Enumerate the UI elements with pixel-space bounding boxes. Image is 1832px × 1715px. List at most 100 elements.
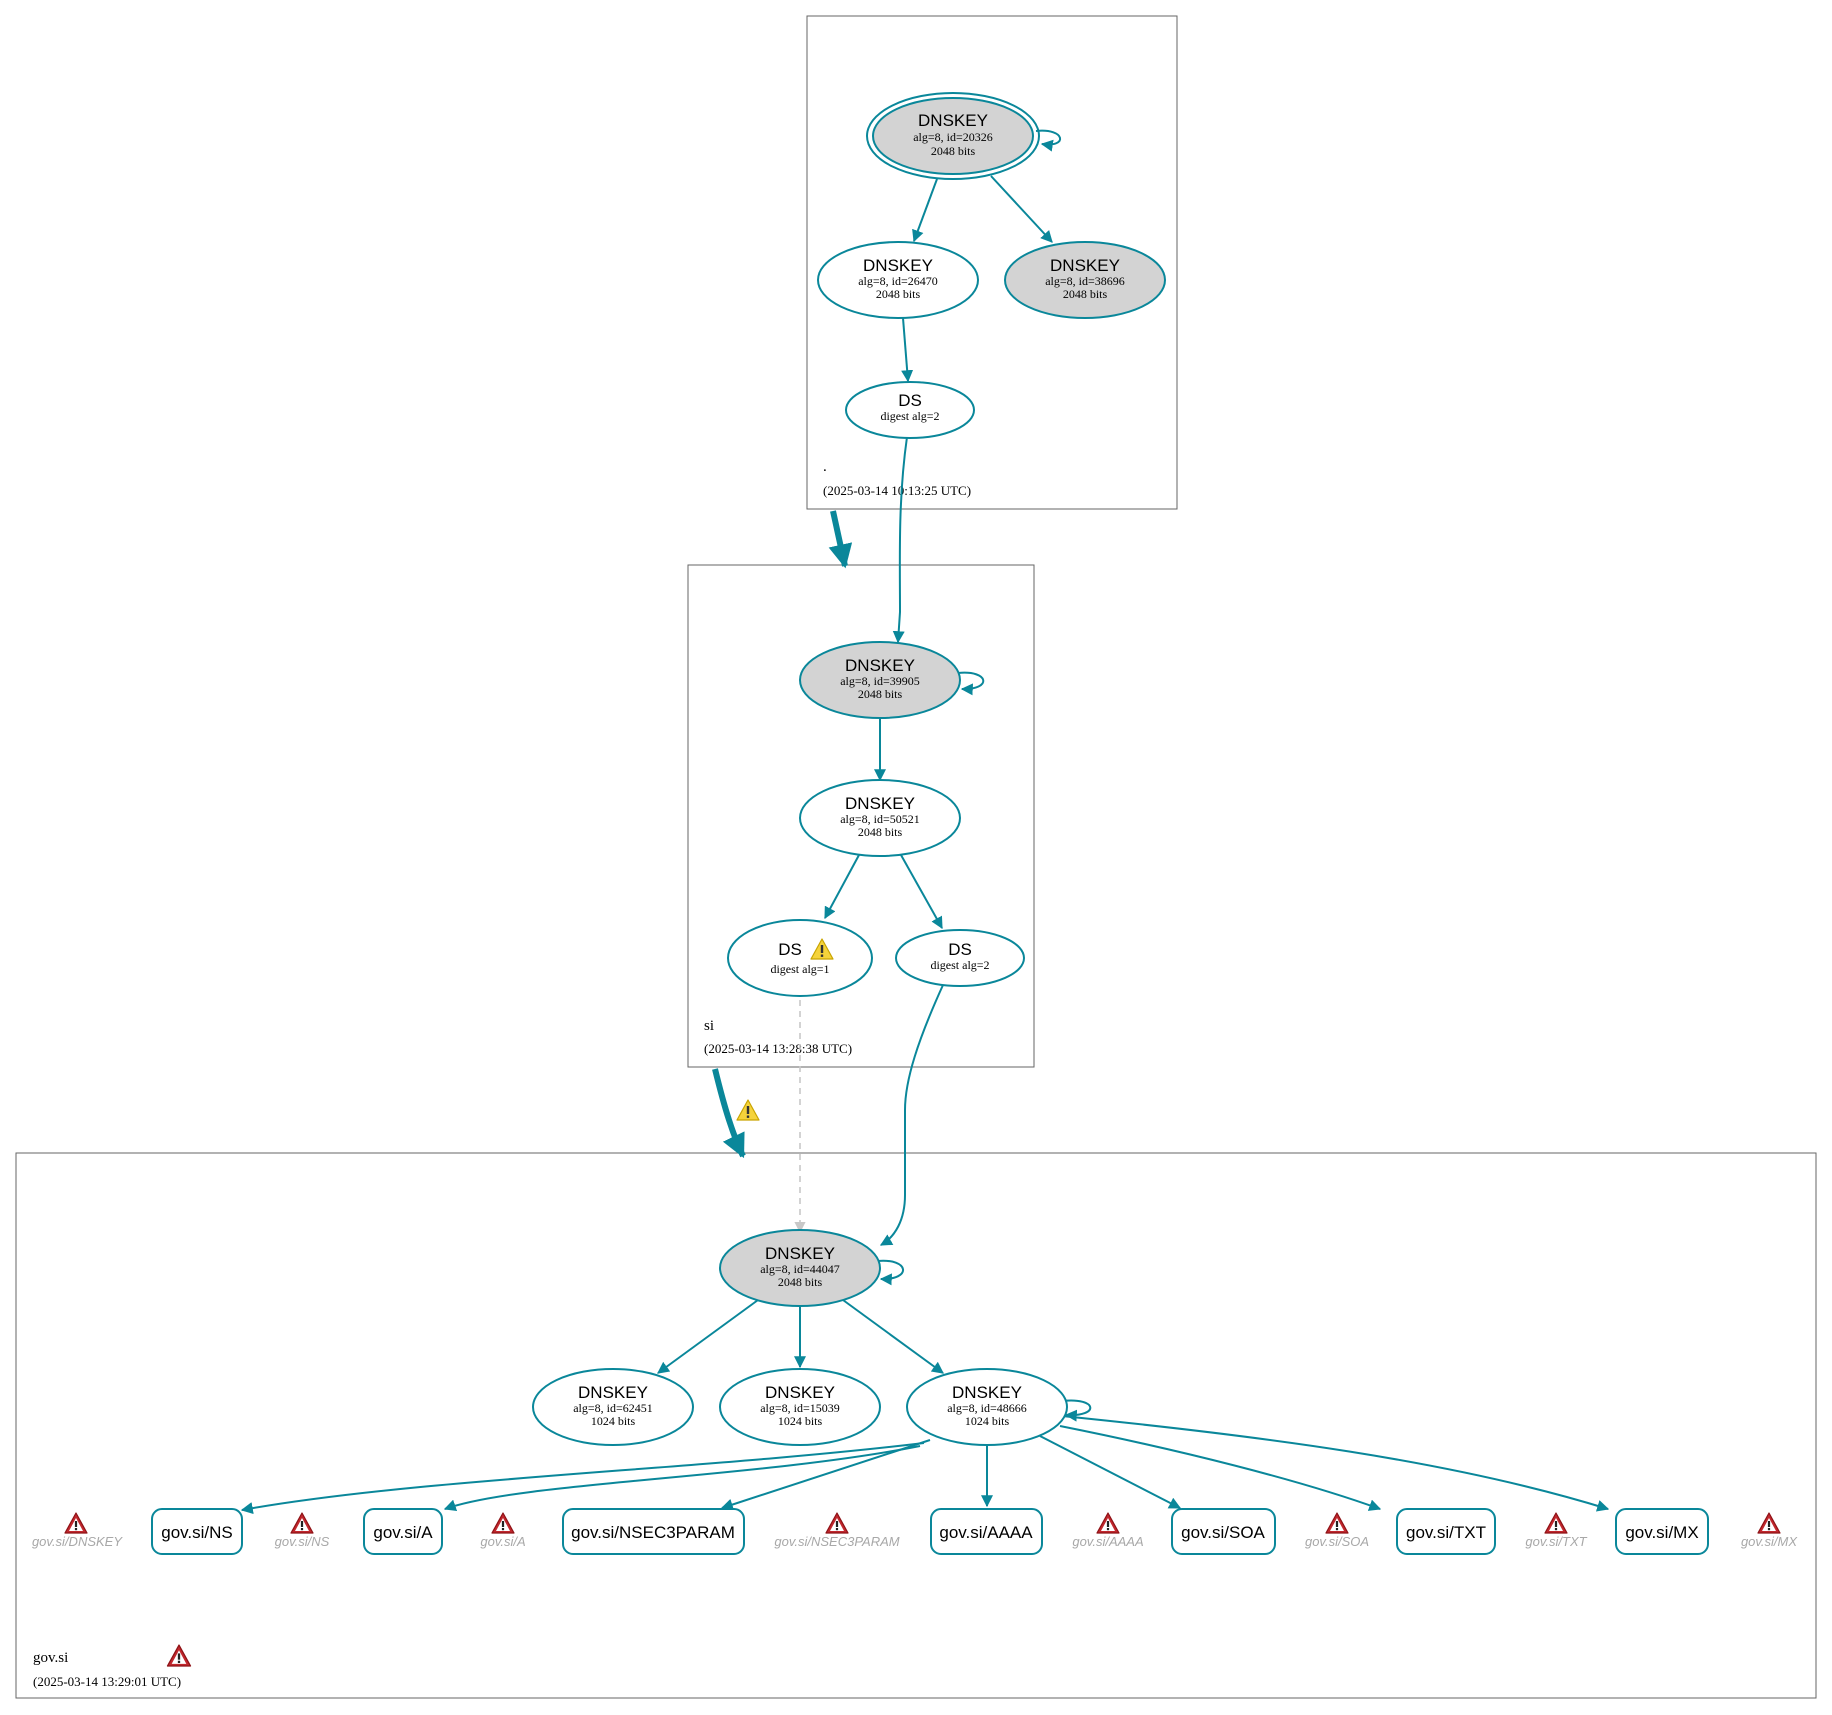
edge-root-ksk-to-ksk2 bbox=[990, 175, 1053, 243]
missing-mx-error-icon[interactable] bbox=[1757, 1512, 1781, 1534]
delegation-warning-icon[interactable] bbox=[736, 1099, 760, 1121]
edge-zsk3-to-soa bbox=[1039, 1435, 1182, 1509]
node-gov-zsk1-bits: 1024 bits bbox=[591, 1414, 636, 1428]
zone-govsi-name: gov.si bbox=[33, 1650, 68, 1666]
edge-gov-ksk-self bbox=[876, 1259, 904, 1286]
missing-mx-label: gov.si/MX bbox=[1741, 1534, 1798, 1549]
node-root-ksk-info: alg=8, id=20326 bbox=[913, 130, 993, 144]
node-root-ksk-type: DNSKEY bbox=[918, 111, 988, 130]
node-si-zsk[interactable]: DNSKEY alg=8, id=50521 2048 bits bbox=[799, 779, 961, 857]
edge-gov-ksk-to-zsk1 bbox=[657, 1299, 759, 1374]
edge-zsk3-to-txt bbox=[1059, 1425, 1382, 1511]
node-gov-zsk3-type: DNSKEY bbox=[952, 1383, 1022, 1402]
rrset-nsec3param[interactable]: gov.si/NSEC3PARAM bbox=[562, 1508, 745, 1555]
node-gov-zsk1-info: alg=8, id=62451 bbox=[573, 1401, 653, 1415]
rrset-a[interactable]: gov.si/A bbox=[363, 1508, 443, 1555]
node-root-zsk-type: DNSKEY bbox=[863, 256, 933, 275]
node-si-zsk-info: alg=8, id=50521 bbox=[840, 812, 920, 826]
node-root-ksk2-bits: 2048 bits bbox=[1063, 287, 1108, 301]
missing-soa-error-icon[interactable] bbox=[1325, 1512, 1349, 1534]
rrset-txt-label: gov.si/TXT bbox=[1406, 1523, 1486, 1542]
zone-govsi-box bbox=[15, 1152, 1817, 1699]
missing-dnskey-label: gov.si/DNSKEY bbox=[32, 1534, 123, 1549]
node-gov-zsk1-type: DNSKEY bbox=[578, 1383, 648, 1402]
rrset-txt[interactable]: gov.si/TXT bbox=[1396, 1508, 1496, 1555]
missing-dnskey[interactable]: gov.si/DNSKEY bbox=[32, 1512, 123, 1549]
missing-nsec3param-error-icon[interactable] bbox=[825, 1512, 849, 1534]
missing-txt[interactable]: gov.si/TXT bbox=[1525, 1512, 1588, 1549]
edge-root-zsk-to-ds bbox=[901, 317, 914, 383]
node-root-ksk[interactable]: DNSKEY alg=8, id=20326 2048 bits bbox=[866, 92, 1040, 180]
node-gov-zsk1[interactable]: DNSKEY alg=8, id=62451 1024 bits bbox=[532, 1368, 694, 1446]
missing-txt-error-icon[interactable] bbox=[1544, 1512, 1568, 1534]
zone-govsi-timestamp: (2025-03-14 13:29:01 UTC) bbox=[33, 1674, 181, 1689]
missing-aaaa-label: gov.si/AAAA bbox=[1072, 1534, 1143, 1549]
rrset-ns[interactable]: gov.si/NS bbox=[151, 1508, 243, 1555]
node-gov-zsk2-bits: 1024 bits bbox=[778, 1414, 823, 1428]
node-gov-zsk3-info: alg=8, id=48666 bbox=[947, 1401, 1027, 1415]
missing-nsec3param-label: gov.si/NSEC3PARAM bbox=[774, 1534, 899, 1549]
rrset-aaaa[interactable]: gov.si/AAAA bbox=[930, 1508, 1043, 1555]
node-si-ds2[interactable]: DS digest alg=2 bbox=[895, 929, 1025, 987]
node-si-ds1-info: digest alg=1 bbox=[770, 962, 829, 976]
node-gov-zsk3[interactable]: DNSKEY alg=8, id=48666 1024 bits bbox=[906, 1368, 1068, 1446]
node-root-zsk-bits: 2048 bits bbox=[876, 287, 921, 301]
rrset-mx-label: gov.si/MX bbox=[1625, 1523, 1698, 1542]
edge-root-ksk-to-zsk bbox=[912, 178, 938, 243]
missing-nsec3param[interactable]: gov.si/NSEC3PARAM bbox=[774, 1512, 900, 1549]
edge-si-zsk-to-ds2 bbox=[900, 854, 943, 930]
edge-zsk3-to-mx bbox=[1061, 1415, 1610, 1512]
node-gov-ksk-bits: 2048 bits bbox=[778, 1275, 823, 1289]
edge-gov-zsk3-self bbox=[1061, 1399, 1092, 1422]
node-si-ksk-type: DNSKEY bbox=[845, 656, 915, 675]
node-si-ds1-type: DS bbox=[778, 940, 802, 959]
node-root-ds-info: digest alg=2 bbox=[880, 409, 939, 423]
missing-soa-label: gov.si/SOA bbox=[1305, 1534, 1369, 1549]
node-si-ds2-info: digest alg=2 bbox=[930, 958, 989, 972]
delegation-si-to-govsi bbox=[712, 1068, 746, 1159]
missing-aaaa-error-icon[interactable] bbox=[1096, 1512, 1120, 1534]
missing-mx[interactable]: gov.si/MX bbox=[1741, 1512, 1798, 1549]
missing-soa[interactable]: gov.si/SOA bbox=[1305, 1512, 1369, 1549]
node-root-ds[interactable]: DS digest alg=2 bbox=[845, 381, 975, 439]
edge-gov-ksk-to-zsk3 bbox=[842, 1299, 944, 1374]
missing-ns[interactable]: gov.si/NS bbox=[275, 1512, 330, 1549]
missing-a-label: gov.si/A bbox=[480, 1534, 525, 1549]
missing-a-error-icon[interactable] bbox=[491, 1512, 515, 1534]
node-gov-ksk[interactable]: DNSKEY alg=8, id=44047 2048 bits bbox=[719, 1229, 881, 1307]
zone-govsi-error-icon[interactable] bbox=[166, 1644, 192, 1667]
zone-si-name: si bbox=[704, 1018, 714, 1034]
node-gov-ksk-info: alg=8, id=44047 bbox=[760, 1262, 840, 1276]
missing-dnskey-error-icon[interactable] bbox=[64, 1512, 88, 1534]
node-si-ksk-info: alg=8, id=39905 bbox=[840, 674, 920, 688]
node-si-ksk[interactable]: DNSKEY alg=8, id=39905 2048 bits bbox=[799, 641, 961, 719]
zone-root-name: . bbox=[823, 459, 827, 475]
edge-si-ksk-self bbox=[957, 671, 985, 696]
zone-si-box bbox=[687, 564, 1035, 1068]
node-gov-zsk2[interactable]: DNSKEY alg=8, id=15039 1024 bits bbox=[719, 1368, 881, 1446]
rrset-soa[interactable]: gov.si/SOA bbox=[1171, 1508, 1276, 1555]
delegation-root-to-si bbox=[828, 510, 853, 569]
missing-a[interactable]: gov.si/A bbox=[480, 1512, 526, 1549]
node-root-ksk2[interactable]: DNSKEY alg=8, id=38696 2048 bits bbox=[1004, 241, 1166, 319]
edge-si-zsk-to-ds1 bbox=[824, 854, 860, 920]
missing-ns-label: gov.si/NS bbox=[275, 1534, 330, 1549]
edge-zsk3-to-a bbox=[443, 1445, 921, 1511]
node-si-ds1[interactable]: DS digest alg=1 bbox=[727, 919, 873, 997]
missing-ns-error-icon[interactable] bbox=[290, 1512, 314, 1534]
edge-root-ds-to-si-ksk bbox=[892, 436, 908, 644]
node-gov-zsk3-bits: 1024 bits bbox=[965, 1414, 1010, 1428]
node-root-ds-type: DS bbox=[898, 391, 922, 410]
rrset-mx[interactable]: gov.si/MX bbox=[1615, 1508, 1709, 1555]
node-root-ksk2-info: alg=8, id=38696 bbox=[1045, 274, 1125, 288]
rrset-ns-label: gov.si/NS bbox=[161, 1523, 233, 1542]
edge-zsk3-to-nsec3param bbox=[720, 1439, 931, 1511]
node-root-ksk2-type: DNSKEY bbox=[1050, 256, 1120, 275]
node-si-ksk-bits: 2048 bits bbox=[858, 687, 903, 701]
node-gov-ksk-type: DNSKEY bbox=[765, 1244, 835, 1263]
zone-root-timestamp: (2025-03-14 10:13:25 UTC) bbox=[823, 483, 971, 498]
zone-si-timestamp: (2025-03-14 13:28:38 UTC) bbox=[704, 1041, 852, 1056]
missing-aaaa[interactable]: gov.si/AAAA bbox=[1072, 1512, 1144, 1549]
node-root-zsk[interactable]: DNSKEY alg=8, id=26470 2048 bits bbox=[817, 241, 979, 319]
